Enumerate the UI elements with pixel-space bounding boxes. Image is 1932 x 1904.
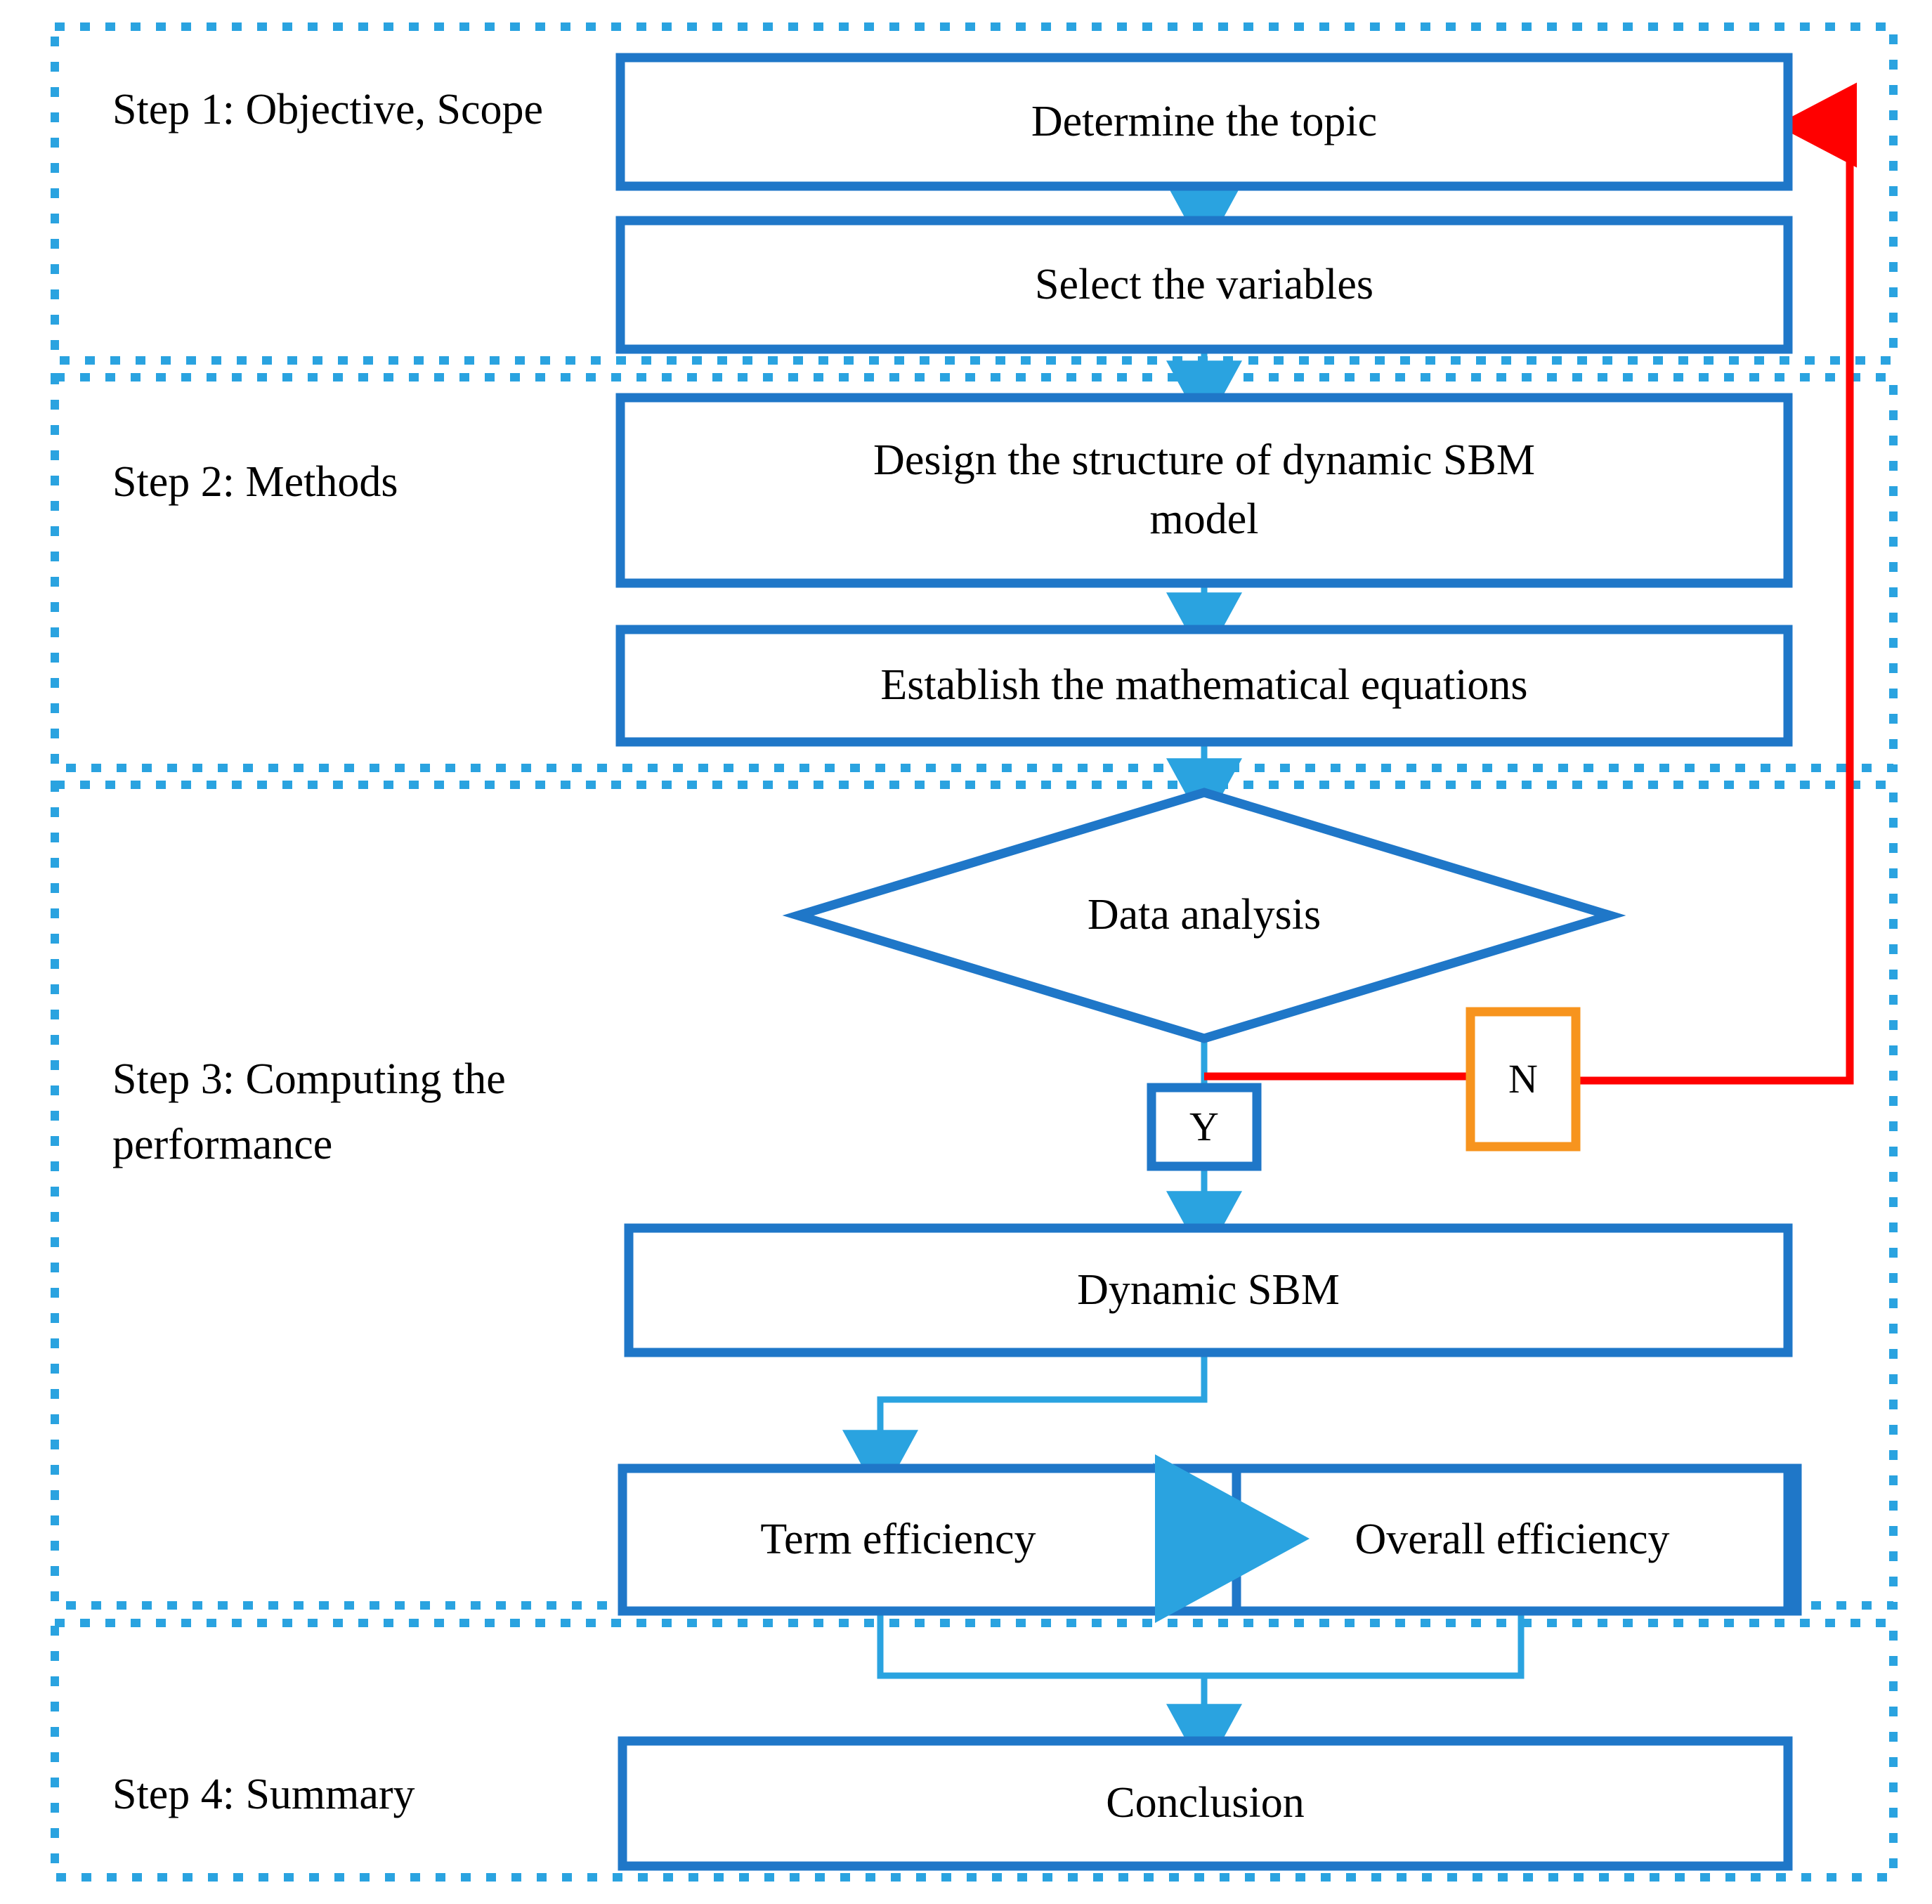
node-decision-yes-shape: [1147, 1083, 1262, 1171]
node-design-structure-shape: [615, 393, 1793, 588]
edge-no-feedback-loop: [1204, 82, 1857, 1085]
section-label-step3: Step 3: Computing the performance: [112, 1055, 506, 1168]
section-label-step2: Step 2: Methods: [112, 458, 398, 506]
loop-segment-n-to-topic: [1576, 82, 1857, 1085]
section-frame-step1: [51, 22, 1898, 365]
section-frame-step2: [51, 373, 1898, 772]
node-determine-topic-shape: [615, 53, 1793, 191]
edge-overall-to-merge: [1204, 1611, 1525, 1679]
section-frame-step3: [51, 781, 1898, 1610]
node-term-efficiency-shape-fix: [618, 1463, 1179, 1616]
section-label-step1: Step 1: Objective, Scope: [112, 86, 543, 133]
node-conclusion-shape: [618, 1736, 1793, 1871]
node-decision-no-shape: [1466, 1007, 1581, 1152]
node-data-analysis-shape: [782, 788, 1626, 1043]
edge-term-to-merge: [877, 1611, 1204, 1679]
node-dynamic-sbm-shape: [624, 1223, 1793, 1357]
section-frame-step4: [51, 1619, 1898, 1882]
node-establish-equations-shape: [615, 625, 1793, 747]
node-select-variables-shape: [615, 216, 1793, 354]
section-label-step4: Step 4: Summary: [112, 1771, 415, 1818]
edge-sbm-to-term: [842, 1352, 1208, 1500]
node-overall-efficiency-shape-fix: [1232, 1463, 1793, 1616]
